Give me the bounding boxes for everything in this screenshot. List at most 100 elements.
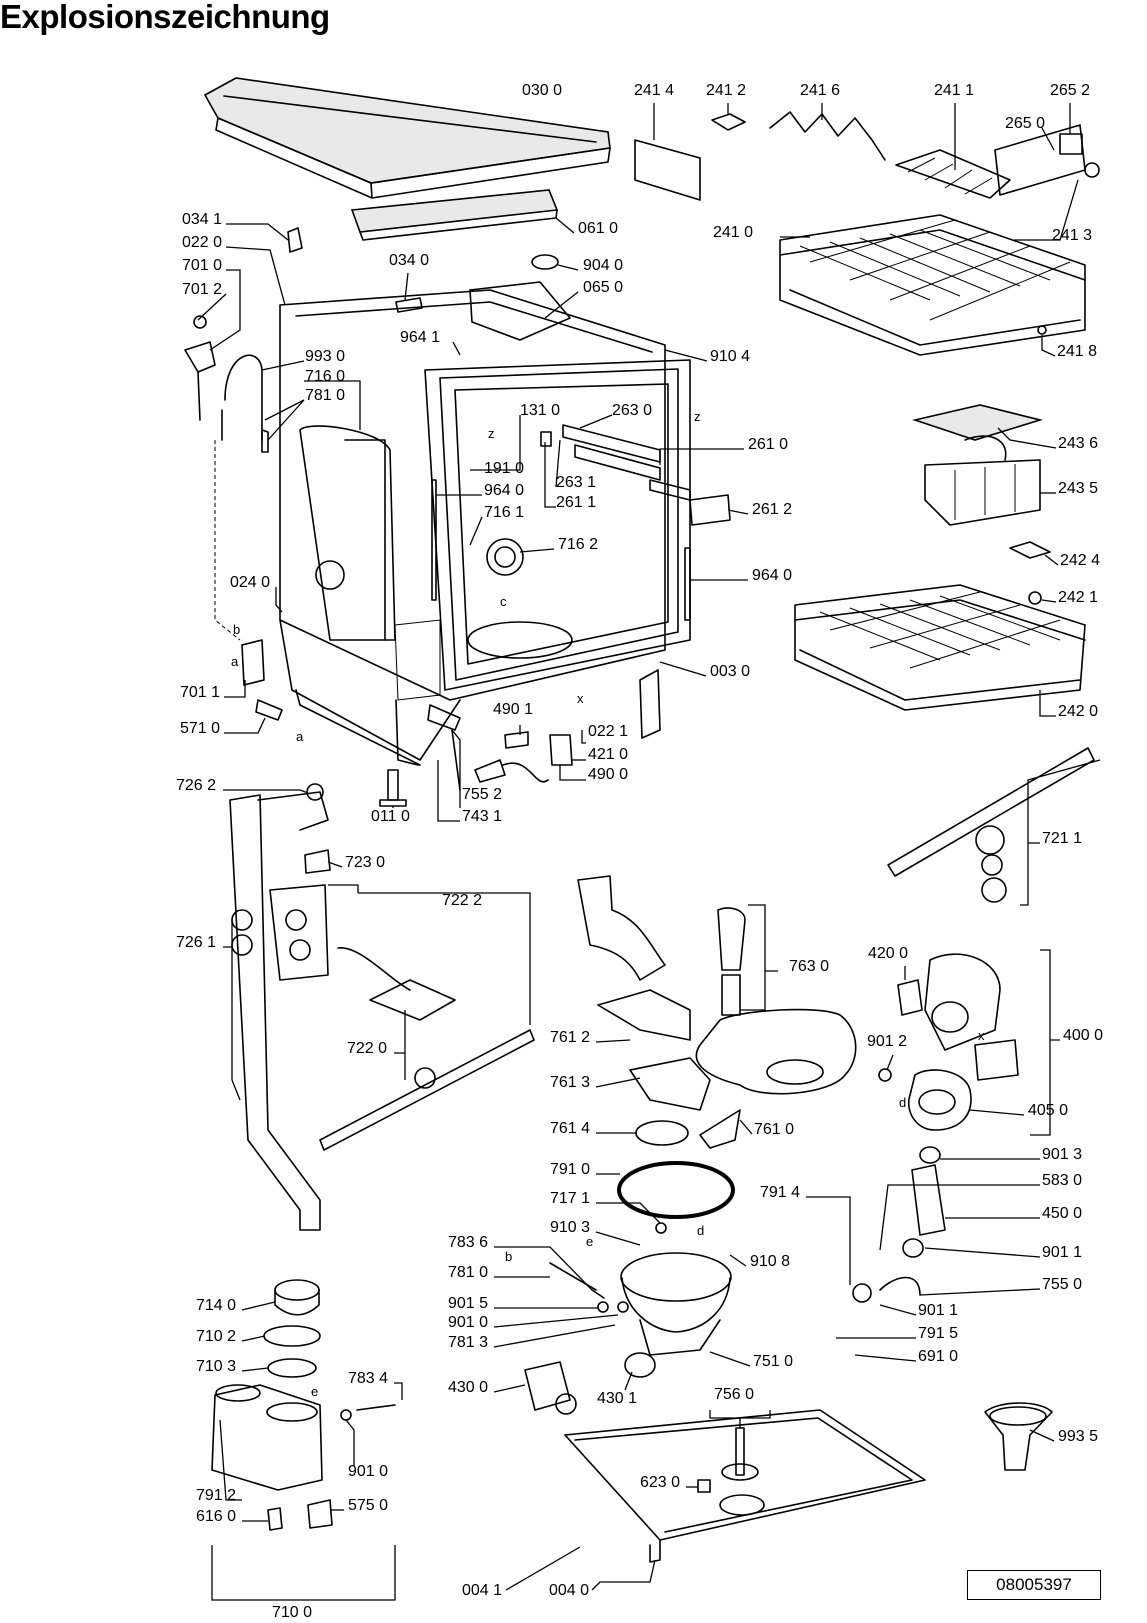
part-label: 701 0	[182, 257, 222, 274]
part-label: 901 5	[448, 1295, 488, 1312]
connection-letter: x	[577, 691, 584, 706]
part-label: 761 0	[754, 1121, 794, 1138]
connection-letter: e	[586, 1234, 593, 1249]
part-label: 743 1	[462, 808, 502, 825]
connection-letter: d	[697, 1223, 704, 1238]
part-label: 701 1	[180, 684, 220, 701]
part-label: 701 2	[182, 281, 222, 298]
part-label: 242 0	[1058, 703, 1098, 720]
connection-letter: x	[978, 1028, 985, 1043]
part-label: 993 0	[305, 348, 345, 365]
part-label: 242 1	[1058, 589, 1098, 606]
part-label: 490 1	[493, 701, 533, 718]
connection-letter: a	[296, 729, 304, 744]
worktop-part	[203, 77, 611, 199]
part-label: 131 0	[520, 402, 560, 419]
part-label: 034 1	[182, 211, 222, 228]
part-label: 964 0	[752, 567, 792, 584]
part-label: 791 2	[196, 1487, 236, 1504]
water-softener-part	[211, 1279, 396, 1531]
part-label: 751 0	[753, 1353, 793, 1370]
part-label: 242 4	[1060, 552, 1100, 569]
part-label: 722 2	[442, 892, 482, 909]
funnel-part	[984, 1402, 1053, 1471]
part-label: 726 1	[176, 934, 216, 951]
part-label: 420 0	[868, 945, 908, 962]
part-label: 781 3	[448, 1334, 488, 1351]
part-label: 717 1	[550, 1190, 590, 1207]
part-label: 241 4	[634, 82, 674, 99]
part-label: 421 0	[588, 746, 628, 763]
part-label: 024 0	[230, 574, 270, 591]
part-label: 061 0	[578, 220, 618, 237]
part-label: 490 0	[588, 766, 628, 783]
part-label: 241 2	[706, 82, 746, 99]
tub-assembly	[279, 254, 691, 766]
part-label: 400 0	[1063, 1027, 1103, 1044]
part-label: 721 1	[1042, 830, 1082, 847]
circulation-pump-part	[852, 953, 1019, 1303]
part-label: 722 0	[347, 1040, 387, 1057]
part-label: 901 1	[1042, 1244, 1082, 1261]
part-label: 003 0	[710, 663, 750, 680]
part-label: 710 0	[272, 1604, 312, 1621]
part-label: 265 0	[1005, 115, 1045, 132]
inlet-valve-part	[184, 227, 303, 721]
part-label: 755 0	[1042, 1276, 1082, 1293]
part-label: 904 0	[583, 257, 623, 274]
part-label: 623 0	[640, 1474, 680, 1491]
part-label: 405 0	[1028, 1102, 1068, 1119]
part-label: 261 2	[752, 501, 792, 518]
connection-letter: b	[505, 1249, 512, 1264]
part-label: 901 0	[448, 1314, 488, 1331]
part-label: 263 1	[556, 474, 596, 491]
connection-letter: c	[500, 594, 507, 609]
part-label: 716 1	[484, 504, 524, 521]
part-label: 261 1	[556, 494, 596, 511]
part-label: 791 0	[550, 1161, 590, 1178]
part-label: 430 1	[597, 1390, 637, 1407]
part-label: 763 0	[789, 958, 829, 975]
part-label: 241 3	[1052, 227, 1092, 244]
part-label: 583 0	[1042, 1172, 1082, 1189]
upper-spray-arm-part	[887, 747, 1095, 903]
part-label: 004 1	[462, 1582, 502, 1599]
part-label: 571 0	[180, 720, 220, 737]
part-label: 241 1	[934, 82, 974, 99]
page-title: Explosionszeichnung	[0, 0, 330, 35]
part-label: 910 8	[750, 1253, 790, 1270]
upper-basket-part	[634, 111, 1100, 356]
part-label: 781 0	[305, 387, 345, 404]
sump-assembly-part	[524, 875, 857, 1415]
part-label: 575 0	[348, 1497, 388, 1514]
mains-cable-part	[379, 704, 573, 807]
door-strips-part	[431, 424, 731, 621]
base-pan-part	[564, 1409, 926, 1563]
part-label: 716 0	[305, 368, 345, 385]
part-label: 716 2	[558, 536, 598, 553]
part-label: 761 4	[550, 1120, 590, 1137]
part-label: 761 2	[550, 1029, 590, 1046]
part-label: 022 1	[588, 723, 628, 740]
part-label: 756 0	[714, 1386, 754, 1403]
part-label: 241 6	[800, 82, 840, 99]
part-label: 791 4	[760, 1184, 800, 1201]
part-label: 761 3	[550, 1074, 590, 1091]
lower-basket-part	[794, 541, 1086, 711]
part-label: 901 2	[867, 1033, 907, 1050]
part-label: 265 2	[1050, 82, 1090, 99]
part-label: 710 2	[196, 1328, 236, 1345]
connection-letter: a	[231, 654, 239, 669]
part-label: 430 0	[448, 1379, 488, 1396]
circulation-pipe-part	[229, 783, 535, 1231]
part-label: 910 3	[550, 1219, 590, 1236]
part-label: 191 0	[484, 460, 524, 477]
part-label: 901 0	[348, 1463, 388, 1480]
part-label: 004 0	[549, 1582, 589, 1599]
part-label: 241 0	[713, 224, 753, 241]
part-label: 022 0	[182, 234, 222, 251]
document-number: 08005397	[967, 1570, 1101, 1600]
part-label: 714 0	[196, 1297, 236, 1314]
